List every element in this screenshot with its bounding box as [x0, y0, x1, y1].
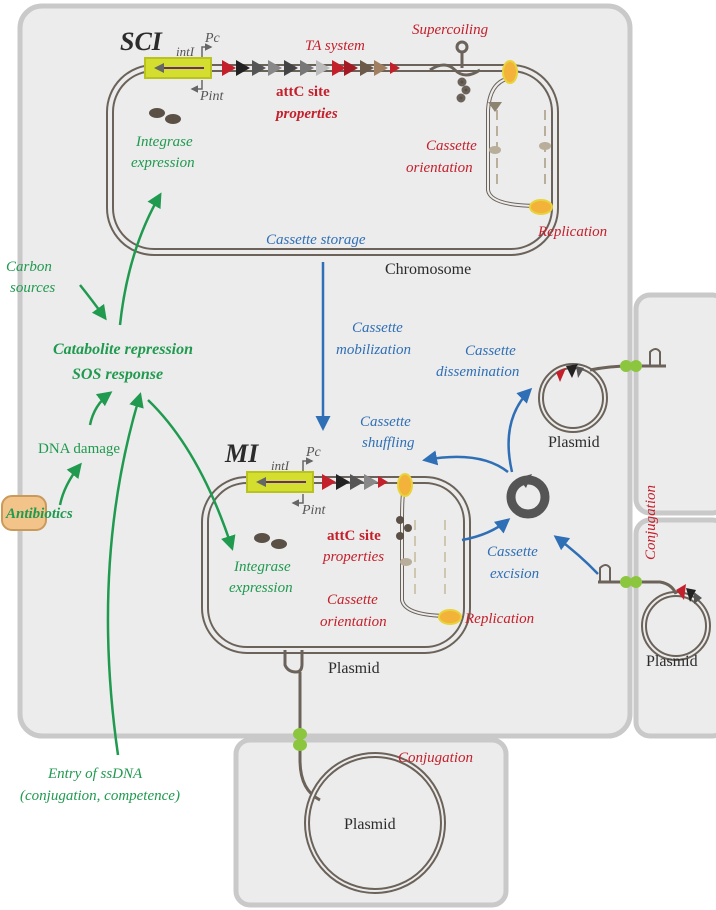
- sci-integrase-protein-2: [165, 114, 181, 124]
- sci-integrase-line1: Integrase: [135, 134, 193, 150]
- mi-integrase-line1: Integrase: [233, 559, 291, 575]
- mi-oriT-loop: [283, 650, 304, 674]
- carbon-line2: sources: [10, 280, 55, 296]
- dissemination-line2: dissemination: [436, 364, 519, 380]
- arrow-plasmid-to-excision: [553, 535, 599, 575]
- sci-intI-label: intI: [176, 44, 195, 59]
- antibiotics-label: Antibiotics: [5, 506, 73, 522]
- mi-origin-top: [397, 473, 413, 497]
- sci-integrase-protein-1: [149, 108, 165, 118]
- sci-ta-system-label: TA system: [305, 38, 365, 54]
- sci-orientation-line2: orientation: [406, 160, 473, 176]
- bottom-pilus: [293, 728, 307, 751]
- sci-orientation-line1: Cassette: [426, 138, 477, 154]
- dissemination-line1: Cassette: [465, 343, 516, 359]
- mi-title: MI: [224, 439, 259, 468]
- bottom-conjugation-label: Conjugation: [398, 750, 473, 766]
- right-conjugation-label: Conjugation: [643, 485, 659, 560]
- antibiotic-pill-icon: [1, 495, 47, 531]
- sci-replication-bubble: [486, 76, 551, 208]
- mobilization-line1: Cassette: [352, 320, 403, 336]
- right-bottom-cell: [633, 517, 716, 739]
- sci-integrase-line2: expression: [131, 155, 195, 171]
- ssdna-line1: Entry of ssDNA: [47, 766, 143, 782]
- mi-intI-gene: [246, 471, 314, 493]
- arrow-sos-to-mi-integrase: [147, 399, 236, 551]
- right-top-plasmid-label: Plasmid: [548, 434, 600, 451]
- right-top-cell: [633, 292, 716, 516]
- mi-integrase-protein-1: [254, 533, 270, 543]
- sci-attc-line2: properties: [274, 106, 338, 122]
- mi-origin-right: [438, 609, 462, 625]
- right-bottom-pilus: [620, 576, 642, 588]
- mi-promoters: [291, 457, 314, 507]
- sci-replication-label: Replication: [537, 224, 607, 240]
- right-bottom-plasmid: [598, 564, 711, 661]
- arrow-excision-to-dissemination: [507, 387, 533, 473]
- sci-promoters: [190, 43, 213, 93]
- regulation-arrows: [58, 192, 236, 756]
- mi-integrase-line2: expression: [229, 580, 293, 596]
- mi-replication-label: Replication: [464, 611, 534, 627]
- ssdna-line2: (conjugation, competence): [20, 788, 180, 804]
- right-top-plasmid: [538, 348, 666, 433]
- chromosome-label: Chromosome: [385, 261, 471, 278]
- bottom-plasmid-label: Plasmid: [344, 816, 396, 833]
- supercoiling-knot: [429, 40, 481, 103]
- excision-line2: excision: [490, 566, 539, 582]
- mi-intI-label: intI: [271, 458, 290, 473]
- bottom-plasmid: [298, 672, 446, 894]
- excised-cassette-arrow: [518, 474, 532, 488]
- arrow-catabolite-to-sci-integrase: [118, 192, 162, 326]
- right-top-pilus: [620, 360, 642, 372]
- sci-supercoiling-label: Supercoiling: [412, 22, 489, 38]
- carbon-line1: Carbon: [6, 259, 52, 275]
- mi-attc-line2: properties: [322, 549, 384, 565]
- excision-line1: Cassette: [487, 544, 538, 560]
- right-bottom-plasmid-label: Plasmid: [646, 653, 698, 670]
- sos-response-label: SOS response: [72, 366, 163, 383]
- sci-origin-right: [529, 199, 553, 215]
- arrow-mi-to-excision: [461, 518, 511, 542]
- mi-pc-label: Pc: [305, 445, 322, 460]
- sci-attc-line1: attC site: [276, 84, 330, 100]
- mi-integrase-protein-2: [271, 539, 287, 549]
- mi-orientation-line2: orientation: [320, 614, 387, 630]
- main-cell: [17, 3, 633, 739]
- mi-attc-line1: attC site: [327, 528, 381, 544]
- sci-origin-top: [502, 60, 518, 84]
- sci-pint-label: Pint: [199, 89, 224, 104]
- arrow-dna-damage-to-sos: [88, 391, 113, 426]
- arrow-carbon-to-catabolite: [79, 284, 107, 321]
- sci-title: SCI: [120, 27, 163, 56]
- mi-cassette-array: [322, 474, 388, 490]
- mi-orientation-line1: Cassette: [327, 592, 378, 608]
- sci-pc-label: Pc: [204, 31, 221, 46]
- catabolite-repression-label: Catabolite repression: [53, 341, 193, 358]
- shuffling-line1: Cassette: [360, 414, 411, 430]
- dna-damage-label: DNA damage: [38, 441, 120, 457]
- mobilization-line2: mobilization: [336, 342, 411, 358]
- dynamics-arrows: [315, 262, 599, 575]
- shuffling-line2: shuffling: [362, 435, 415, 451]
- arrow-ssdna-to-sos: [106, 392, 144, 756]
- mi-pint-label: Pint: [301, 503, 326, 518]
- arrow-excision-to-shuffling: [422, 450, 509, 473]
- sci-intI-gene: [144, 57, 212, 79]
- mi-plasmid-label: Plasmid: [328, 660, 380, 677]
- arrow-antibiotics-to-dna-damage: [58, 462, 82, 506]
- sci-cassette-array: [222, 60, 400, 76]
- sci-storage-label: Cassette storage: [266, 232, 366, 248]
